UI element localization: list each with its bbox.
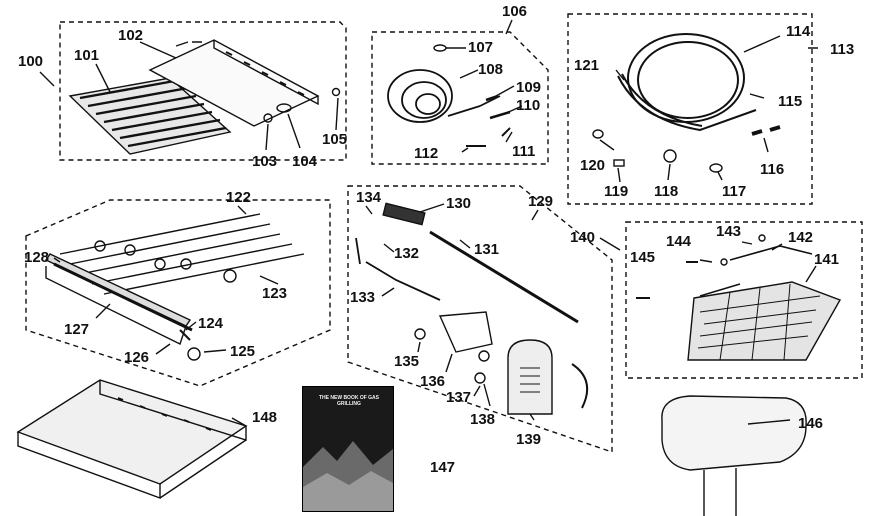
part-148-tray xyxy=(16,379,248,500)
callout-115: 115 xyxy=(778,93,802,110)
part-124-bracket xyxy=(179,329,191,341)
callout-109: 109 xyxy=(516,79,541,96)
part-109-110-valves xyxy=(485,94,511,120)
callout-137: 137 xyxy=(446,389,471,406)
part-120-fitting xyxy=(592,129,604,139)
callout-127: 127 xyxy=(64,321,89,338)
callout-121: 121 xyxy=(574,57,599,74)
part-143-screw xyxy=(758,234,766,242)
callout-144: 144 xyxy=(666,233,692,250)
part-138-nut xyxy=(474,372,486,384)
part-130-bracket xyxy=(382,202,426,226)
callout-123: 123 xyxy=(262,285,287,302)
book-cover-title: THE NEW BOOK OF GAS GRILLING xyxy=(319,395,379,407)
callout-104: 104 xyxy=(292,153,318,170)
callout-116: 116 xyxy=(760,161,784,178)
part-131-spit-rod xyxy=(429,230,579,324)
part-118-knob xyxy=(663,149,677,163)
part-136-bracket xyxy=(438,311,493,353)
part-125-knob xyxy=(187,347,201,361)
callout-101: 101 xyxy=(74,47,99,64)
group-140-boundary xyxy=(625,221,863,379)
callout-118: 118 xyxy=(654,183,678,200)
group-106-boundary xyxy=(371,31,549,165)
callout-129: 129 xyxy=(528,193,553,210)
callout-107: 107 xyxy=(468,39,493,56)
callout-102: 102 xyxy=(118,27,143,44)
part-104-clip xyxy=(276,103,292,113)
part-103-screw xyxy=(263,113,273,123)
callout-147: 147 xyxy=(430,459,455,476)
callout-113: 113 xyxy=(830,41,854,58)
part-102-rack xyxy=(148,39,320,127)
group-100-boundary xyxy=(59,21,347,161)
callout-134: 134 xyxy=(356,189,382,206)
callout-145: 145 xyxy=(630,249,655,266)
callout-100: 100 xyxy=(18,53,43,70)
part-132-133-fittings xyxy=(355,237,441,301)
callout-131: 131 xyxy=(474,241,499,258)
part-119-fitting xyxy=(613,159,625,167)
part-123-spits xyxy=(59,213,305,295)
callout-126: 126 xyxy=(124,349,149,366)
part-111-fitting xyxy=(501,127,511,137)
callout-143: 143 xyxy=(716,223,741,240)
part-105-nut xyxy=(331,87,341,97)
callout-141: 141 xyxy=(814,251,839,268)
part-139-cord xyxy=(571,363,589,409)
part-139-motor xyxy=(507,339,553,415)
part-117-nut xyxy=(709,163,723,173)
part-116-clips xyxy=(751,125,781,136)
callout-122: 122 xyxy=(226,189,251,206)
callout-117: 117 xyxy=(722,183,746,200)
callout-108: 108 xyxy=(478,61,503,78)
part-135-screw xyxy=(414,328,426,340)
callout-111: 111 xyxy=(512,143,535,160)
part-102-pins xyxy=(175,41,202,47)
callout-112: 112 xyxy=(414,145,438,162)
callout-110: 110 xyxy=(516,97,540,114)
callout-114: 114 xyxy=(786,23,811,40)
callout-132: 132 xyxy=(394,245,419,262)
part-146-grill-cover xyxy=(661,395,807,516)
callout-120: 120 xyxy=(580,157,605,174)
part-127-spit-bar xyxy=(44,253,193,345)
part-101-grate xyxy=(68,77,232,155)
part-107-fitting xyxy=(433,44,447,52)
callout-103: 103 xyxy=(252,153,277,170)
part-147-cookbook: THE NEW BOOK OF GAS GRILLING xyxy=(302,386,394,512)
callout-106: 106 xyxy=(502,3,527,20)
part-141-grate xyxy=(687,281,842,361)
book-cover-image xyxy=(303,441,393,511)
callout-148: 148 xyxy=(252,409,277,426)
callout-128: 128 xyxy=(24,249,49,266)
part-137-washer xyxy=(478,350,490,362)
callout-139: 139 xyxy=(516,431,541,448)
callout-135: 135 xyxy=(394,353,419,370)
callout-138: 138 xyxy=(470,411,495,428)
callout-133: 133 xyxy=(350,289,375,306)
callout-140: 140 xyxy=(570,229,595,246)
callout-146: 146 xyxy=(798,415,823,432)
callout-119: 119 xyxy=(604,183,628,200)
callout-136: 136 xyxy=(420,373,445,390)
part-114-ring-hose xyxy=(617,33,757,132)
callout-125: 125 xyxy=(230,343,255,360)
group-122-boundary xyxy=(25,199,331,387)
callout-130: 130 xyxy=(446,195,471,212)
part-145-bolts xyxy=(636,261,698,299)
part-144-washer xyxy=(720,258,728,266)
callout-105: 105 xyxy=(322,131,347,148)
callout-124: 124 xyxy=(198,315,224,332)
group-113-boundary xyxy=(567,13,813,205)
callout-142: 142 xyxy=(788,229,813,246)
